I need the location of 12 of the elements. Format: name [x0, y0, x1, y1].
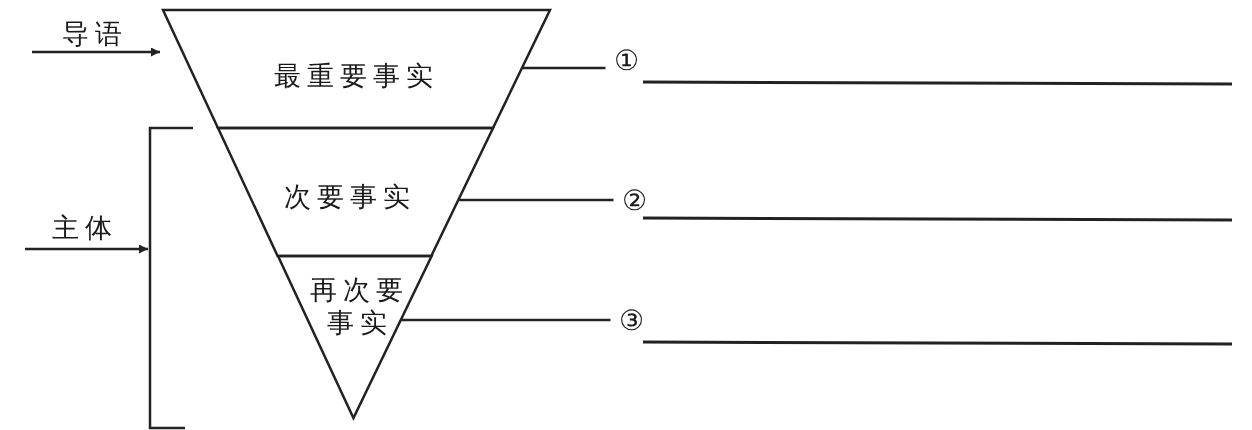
callout-number: ② [621, 187, 647, 215]
arrow [25, 244, 148, 254]
leader-line [459, 198, 614, 202]
arrow [32, 47, 160, 57]
callout-number: ① [613, 47, 639, 75]
funnel-section: 最重要事实 [163, 10, 550, 128]
leader-line [523, 66, 606, 70]
bracket [148, 126, 195, 430]
funnel-section: 次要事实 [217, 128, 493, 256]
funnel-section: 再次要事实 [277, 256, 432, 418]
callout-number: ③ [618, 307, 644, 335]
leader-line [401, 318, 611, 322]
